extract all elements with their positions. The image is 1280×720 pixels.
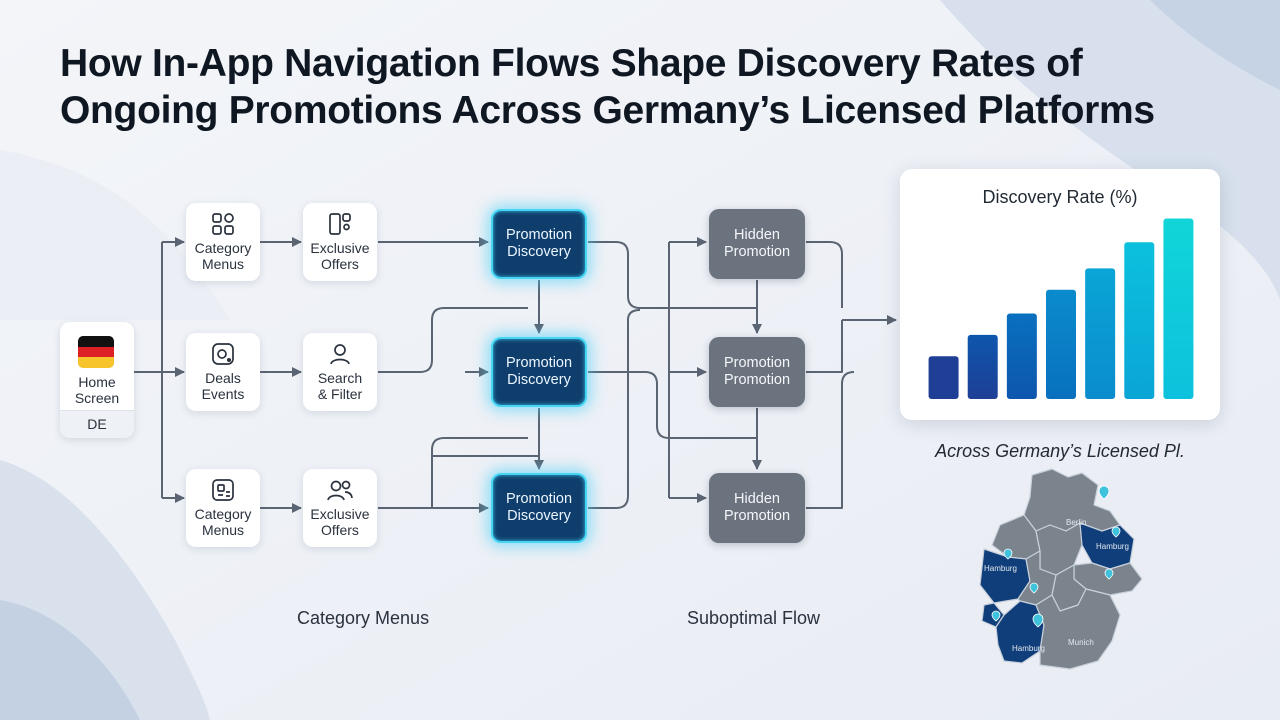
- deals-events-label: Deals Events: [202, 370, 245, 402]
- offers-icon: [329, 213, 351, 235]
- label-line-2: Discovery: [507, 508, 571, 524]
- label-line-2: & Filter: [317, 386, 363, 402]
- map-pin-icon: [1029, 582, 1039, 594]
- label-line-2: Promotion: [723, 244, 791, 260]
- country-badge: DE: [60, 410, 134, 438]
- map-pin-icon: [991, 610, 1001, 622]
- users-icon: [327, 480, 353, 501]
- label-line-1: Category: [194, 240, 252, 256]
- label-line-1: Exclusive: [310, 506, 370, 522]
- exclusive-offers-label: Exclusive Offers: [310, 240, 369, 272]
- label-line-1: Hidden: [734, 491, 780, 507]
- deals-icon: [212, 343, 234, 365]
- label-line-1: Promotion: [505, 355, 573, 371]
- search-filter-node[interactable]: Search & Filter: [303, 333, 377, 411]
- chart-title: Discovery Rate (%): [982, 187, 1138, 207]
- title-line-1: How In-App Navigation Flows Shape Discov…: [60, 42, 1083, 85]
- map-city-label: Hamburg: [1096, 542, 1129, 551]
- caption-category-menus: Category Menus: [297, 608, 430, 628]
- flag-stripe-red: [78, 346, 114, 358]
- home-screen-label: Home Screen: [60, 374, 134, 406]
- map-city-label: Hamburg: [984, 564, 1017, 573]
- map-city-label: Berlin: [1066, 518, 1086, 527]
- category-icon: [212, 479, 234, 501]
- promotion-discovery-node-2[interactable]: Promotion Discovery: [491, 337, 587, 407]
- map-pin-icon: [1111, 526, 1121, 538]
- label-line-2: Events: [201, 386, 245, 402]
- exclusive-offers-label: Exclusive Offers: [310, 506, 369, 538]
- caption-suboptimal-flow: Suboptimal Flow: [687, 608, 821, 628]
- map-pin-icon: [1098, 485, 1110, 500]
- label-line-1: Promotion: [723, 355, 791, 371]
- search-filter-label: Search & Filter: [318, 370, 362, 402]
- home-label-line-1: Home: [78, 374, 116, 390]
- exclusive-offers-node-bottom[interactable]: Exclusive Offers: [303, 469, 377, 547]
- category-menus-node-bottom[interactable]: Category Menus: [186, 469, 260, 547]
- chart-bar-1: [928, 356, 959, 399]
- label-line-2: Promotion: [723, 508, 791, 524]
- category-menus-label: Category Menus: [195, 506, 252, 538]
- map-pin-icon: [1104, 568, 1114, 580]
- hidden-promotion-node-2[interactable]: Hidden Promotion: [709, 473, 805, 543]
- flag-stripe-gold: [78, 357, 114, 368]
- promotion-discovery-node-3[interactable]: Promotion Discovery: [491, 473, 587, 543]
- chart-bar-5: [1085, 268, 1116, 399]
- map-pin-icon: [1003, 548, 1013, 560]
- hidden-promotion-node-1[interactable]: Hidden Promotion: [709, 209, 805, 279]
- label-line-2: Menus: [201, 256, 245, 272]
- user-icon: [330, 344, 350, 365]
- label-line-2: Menus: [201, 522, 245, 538]
- germany-map: Berlin Hamburg Hamburg Hamburg Munich: [979, 468, 1143, 670]
- label-line-1: Deals: [205, 370, 241, 386]
- flag-stripe-black: [78, 336, 114, 347]
- category-menus-label: Category Menus: [195, 240, 252, 272]
- map-city-label: Munich: [1068, 638, 1094, 647]
- category-menus-node-top[interactable]: Category Menus: [186, 203, 260, 281]
- label-line-2: Discovery: [507, 244, 571, 260]
- exclusive-offers-node-top[interactable]: Exclusive Offers: [303, 203, 377, 281]
- chart-bar-6: [1124, 242, 1155, 399]
- home-label-line-2: Screen: [74, 390, 120, 406]
- deals-events-node[interactable]: Deals Events: [186, 333, 260, 411]
- label-line-1: Search: [317, 370, 363, 386]
- label-line-2: Offers: [321, 256, 359, 272]
- label-line-2: Promotion: [723, 372, 791, 388]
- title-line-2: Ongoing Promotions Across Germany’s Lice…: [60, 89, 1155, 132]
- discovery-rate-chart-card: Discovery Rate (%): [900, 169, 1220, 420]
- map-city-label: Hamburg: [1012, 644, 1045, 653]
- label-line-2: Discovery: [507, 372, 571, 388]
- chart-bar-3: [1006, 313, 1037, 399]
- map-pin-icon: [1032, 613, 1044, 628]
- page-title: How In-App Navigation Flows Shape Discov…: [60, 40, 1240, 134]
- label-line-1: Hidden: [734, 227, 780, 243]
- grid-icon: [212, 213, 234, 235]
- chart-bar-2: [967, 334, 998, 399]
- chart-bar-4: [1046, 289, 1076, 399]
- home-screen-node[interactable]: Home Screen DE: [60, 322, 134, 438]
- label-line-1: Promotion: [505, 227, 573, 243]
- label-line-1: Category: [194, 506, 252, 522]
- promotion-discovery-node-1[interactable]: Promotion Discovery: [491, 209, 587, 279]
- germany-flag-icon: [78, 336, 114, 368]
- label-line-1: Exclusive: [310, 240, 370, 256]
- promotion-promotion-node[interactable]: Promotion Promotion: [709, 337, 805, 407]
- label-line-2: Offers: [321, 522, 359, 538]
- map-region-munich: [1035, 588, 1121, 670]
- map-region-hamburg-south: [995, 600, 1045, 664]
- chart-bar-7: [1163, 218, 1194, 399]
- discovery-rate-chart: [928, 218, 1194, 399]
- label-line-1: Promotion: [505, 491, 573, 507]
- map-caption: Across Germany’s Licensed Pl.: [935, 441, 1185, 461]
